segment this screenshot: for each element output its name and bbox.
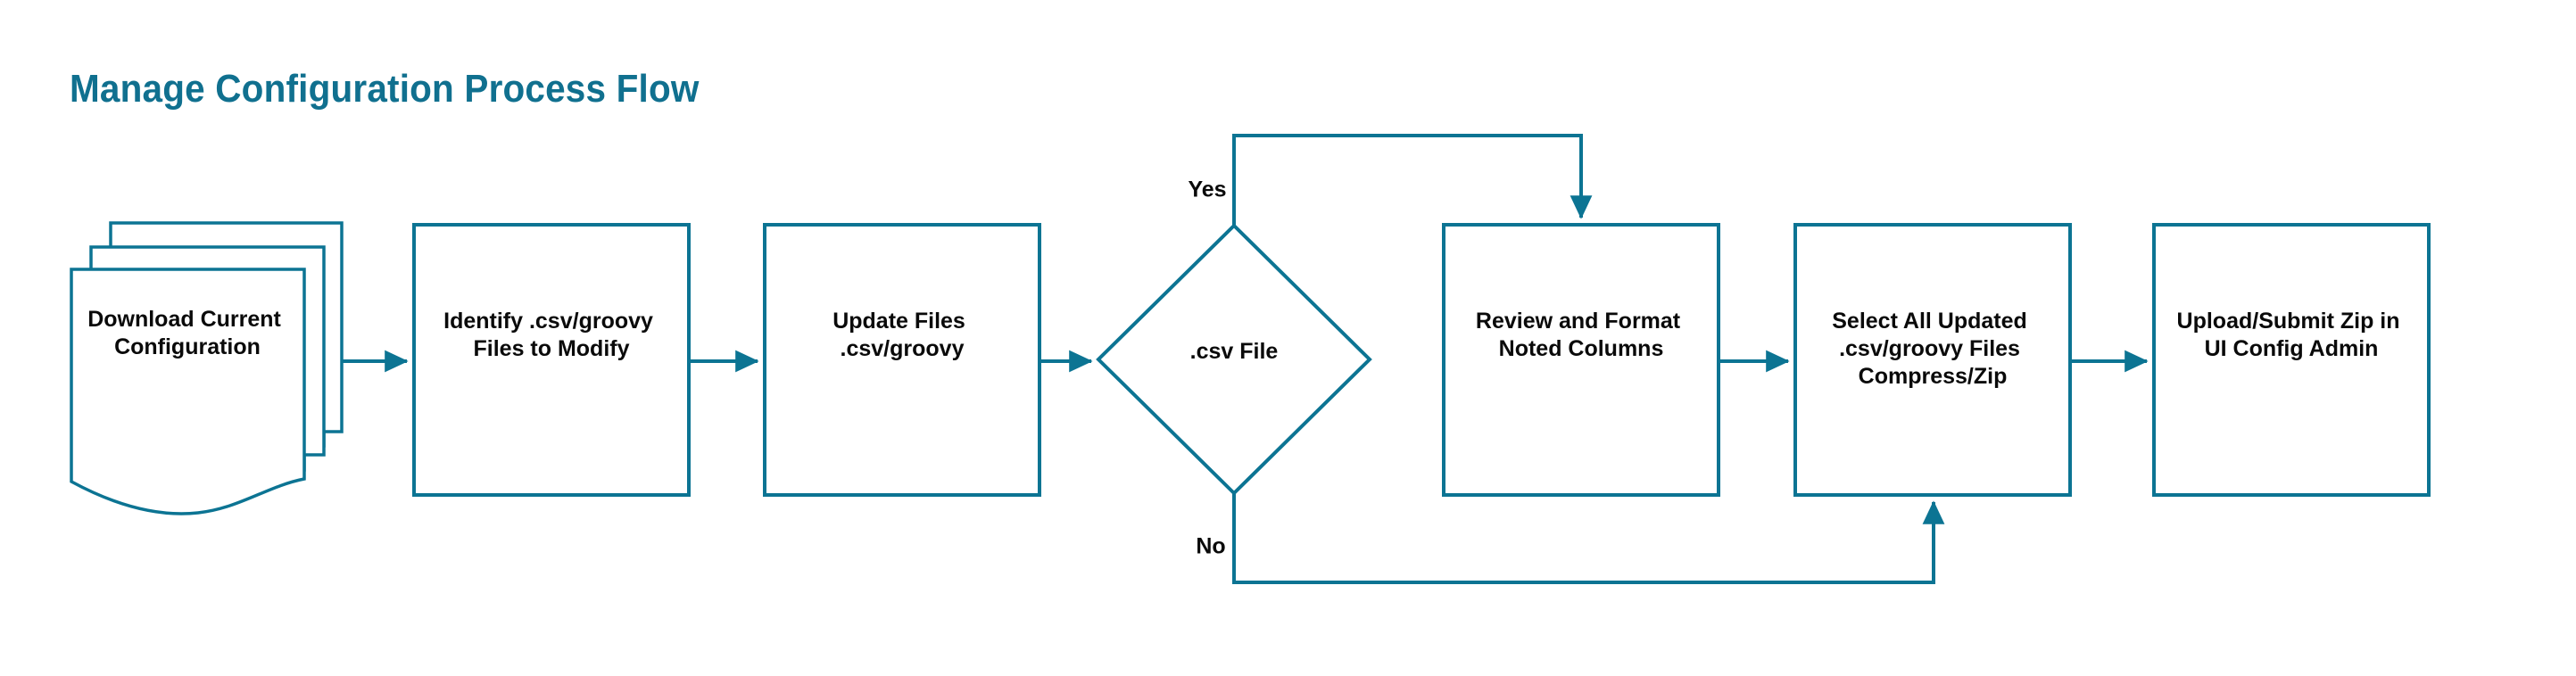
process-box: [1793, 223, 2072, 497]
node-label: .csv File: [1190, 339, 1279, 364]
node-csv-file-decision[interactable]: .csv File: [1096, 223, 1372, 496]
process-box: [763, 223, 1041, 497]
node-select-all-updated[interactable]: Select All Updated .csv/groovy Files Com…: [1793, 223, 2072, 497]
node-label: Review and Format Noted Columns: [1476, 309, 1686, 361]
node-download-current-configuration[interactable]: Download Current Configuration: [70, 221, 344, 515]
node-label: Update Files .csv/groovy: [832, 309, 972, 361]
node-identify-files-to-modify[interactable]: Identify .csv/groovy Files to Modify: [412, 223, 691, 497]
node-review-and-format[interactable]: Review and Format Noted Columns: [1442, 223, 1720, 497]
edge-decision-no-to-select: [1232, 493, 1945, 584]
edge-label-no: No: [1196, 534, 1225, 559]
document-sheet-front: [70, 268, 306, 515]
node-label: Download Current Configuration: [87, 307, 287, 359]
node-label: Select All Updated .csv/groovy Files Com…: [1832, 309, 2033, 389]
edge-decision-yes-to-review: [1232, 134, 1593, 226]
node-label: Upload/Submit Zip in UI Config Admin: [2177, 309, 2406, 361]
process-box: [412, 223, 691, 497]
node-update-files[interactable]: Update Files .csv/groovy: [763, 223, 1041, 497]
node-label: Identify .csv/groovy Files to Modify: [443, 309, 659, 361]
page-title: Manage Configuration Process Flow: [70, 67, 700, 111]
process-box: [2152, 223, 2431, 497]
node-upload-submit-zip[interactable]: Upload/Submit Zip in UI Config Admin: [2152, 223, 2431, 497]
edge-label-yes: Yes: [1188, 177, 1226, 202]
process-box: [1442, 223, 1720, 497]
